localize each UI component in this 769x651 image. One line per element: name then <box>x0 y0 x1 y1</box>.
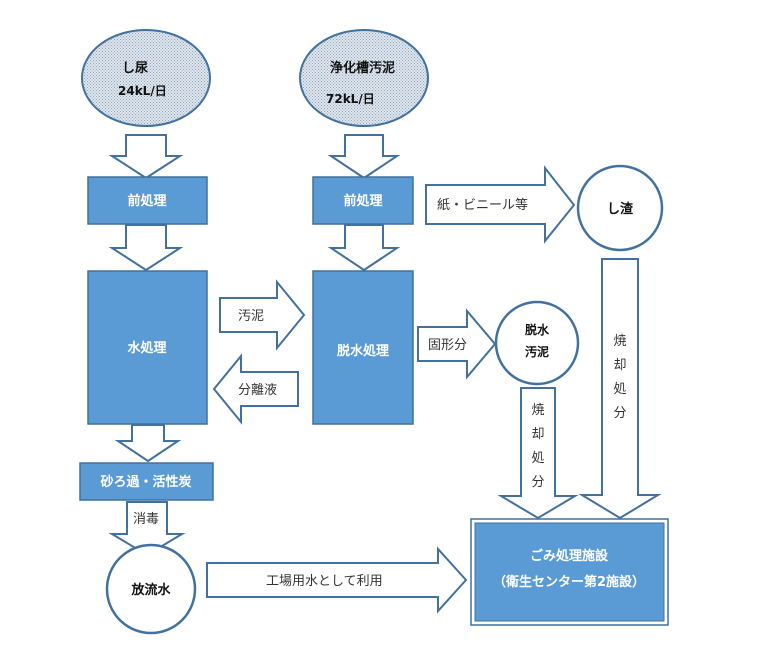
box-pretreatment-left: 前処理 <box>87 176 208 225</box>
box-waste-treatment-facility: ごみ処理施設 （衛生センター第2施設） <box>470 518 669 626</box>
svg-text:前処理: 前処理 <box>127 193 166 209</box>
svg-text:脱水処理: 脱水処理 <box>337 343 389 359</box>
arrow-sludge: 汚泥 <box>219 279 306 351</box>
box-pretreatment-right: 前処理 <box>312 176 414 225</box>
circle-dewatered-sludge: 脱水 汚泥 <box>494 300 580 386</box>
svg-text:消毒: 消毒 <box>133 512 159 527</box>
svg-text:汚泥: 汚泥 <box>238 309 264 324</box>
down-arrow-pretreat-right <box>327 224 401 272</box>
arrow-paper-vinyl: 紙・ビニール等 <box>425 165 576 244</box>
svg-text:砂ろ過・活性炭: 砂ろ過・活性炭 <box>99 474 191 490</box>
svg-text:分離液: 分離液 <box>238 383 277 398</box>
svg-text:（衛生センター第2施設）: （衛生センター第2施設） <box>493 574 645 590</box>
arrow-incineration-left: 焼 却 処 分 <box>497 387 579 520</box>
svg-text:却: 却 <box>613 358 626 373</box>
svg-text:紙・ビニール等: 紙・ビニール等 <box>437 197 528 213</box>
down-arrow-water-treatment <box>114 424 182 463</box>
svg-text:分: 分 <box>531 475 544 490</box>
source-urine-name: し尿 <box>122 61 148 76</box>
box-water-treatment: 水処理 <box>87 270 208 425</box>
arrow-incineration-right: 焼 却 処 分 <box>578 258 662 520</box>
arrow-solids: 固形分 <box>417 308 497 380</box>
source-sludge-volume: 72kL/日 <box>326 92 375 106</box>
source-sludge-name: 浄化槽汚泥 <box>330 60 395 76</box>
source-urine-volume: 24kL/日 <box>118 84 167 98</box>
svg-text:焼: 焼 <box>613 334 626 349</box>
down-arrow-urine <box>108 134 184 180</box>
svg-text:脱水: 脱水 <box>525 322 550 337</box>
svg-text:放流水: 放流水 <box>130 582 171 598</box>
svg-text:分: 分 <box>613 406 626 421</box>
svg-text:汚泥: 汚泥 <box>525 344 549 359</box>
svg-text:焼: 焼 <box>531 403 544 418</box>
arrow-separated-liquid: 分離液 <box>212 353 299 425</box>
box-dewatering: 脱水処理 <box>312 270 414 425</box>
svg-text:固形分: 固形分 <box>428 338 467 353</box>
svg-text:処: 処 <box>613 382 626 397</box>
svg-text:却: 却 <box>531 427 544 442</box>
svg-text:前処理: 前処理 <box>343 193 382 209</box>
circle-screenings: し渣 <box>576 164 664 252</box>
circle-discharge-water: 放流水 <box>105 543 197 635</box>
down-arrow-pretreat-left <box>108 224 184 272</box>
arrow-industrial-water-use: 工場用水として利用 <box>206 546 468 614</box>
source-urine: し尿 24kL/日 <box>81 29 211 127</box>
svg-text:し渣: し渣 <box>607 201 634 217</box>
arrow-disinfection: 消毒 <box>108 501 186 557</box>
svg-text:処: 処 <box>531 451 544 466</box>
svg-text:工場用水として利用: 工場用水として利用 <box>266 574 383 589</box>
source-septic-sludge: 浄化槽汚泥 72kL/日 <box>299 29 429 127</box>
down-arrow-sludge <box>327 134 401 180</box>
svg-text:水処理: 水処理 <box>127 340 166 356</box>
svg-text:ごみ処理施設: ごみ処理施設 <box>530 548 609 564</box>
box-sand-filtration-activated-carbon: 砂ろ過・活性炭 <box>79 462 214 501</box>
